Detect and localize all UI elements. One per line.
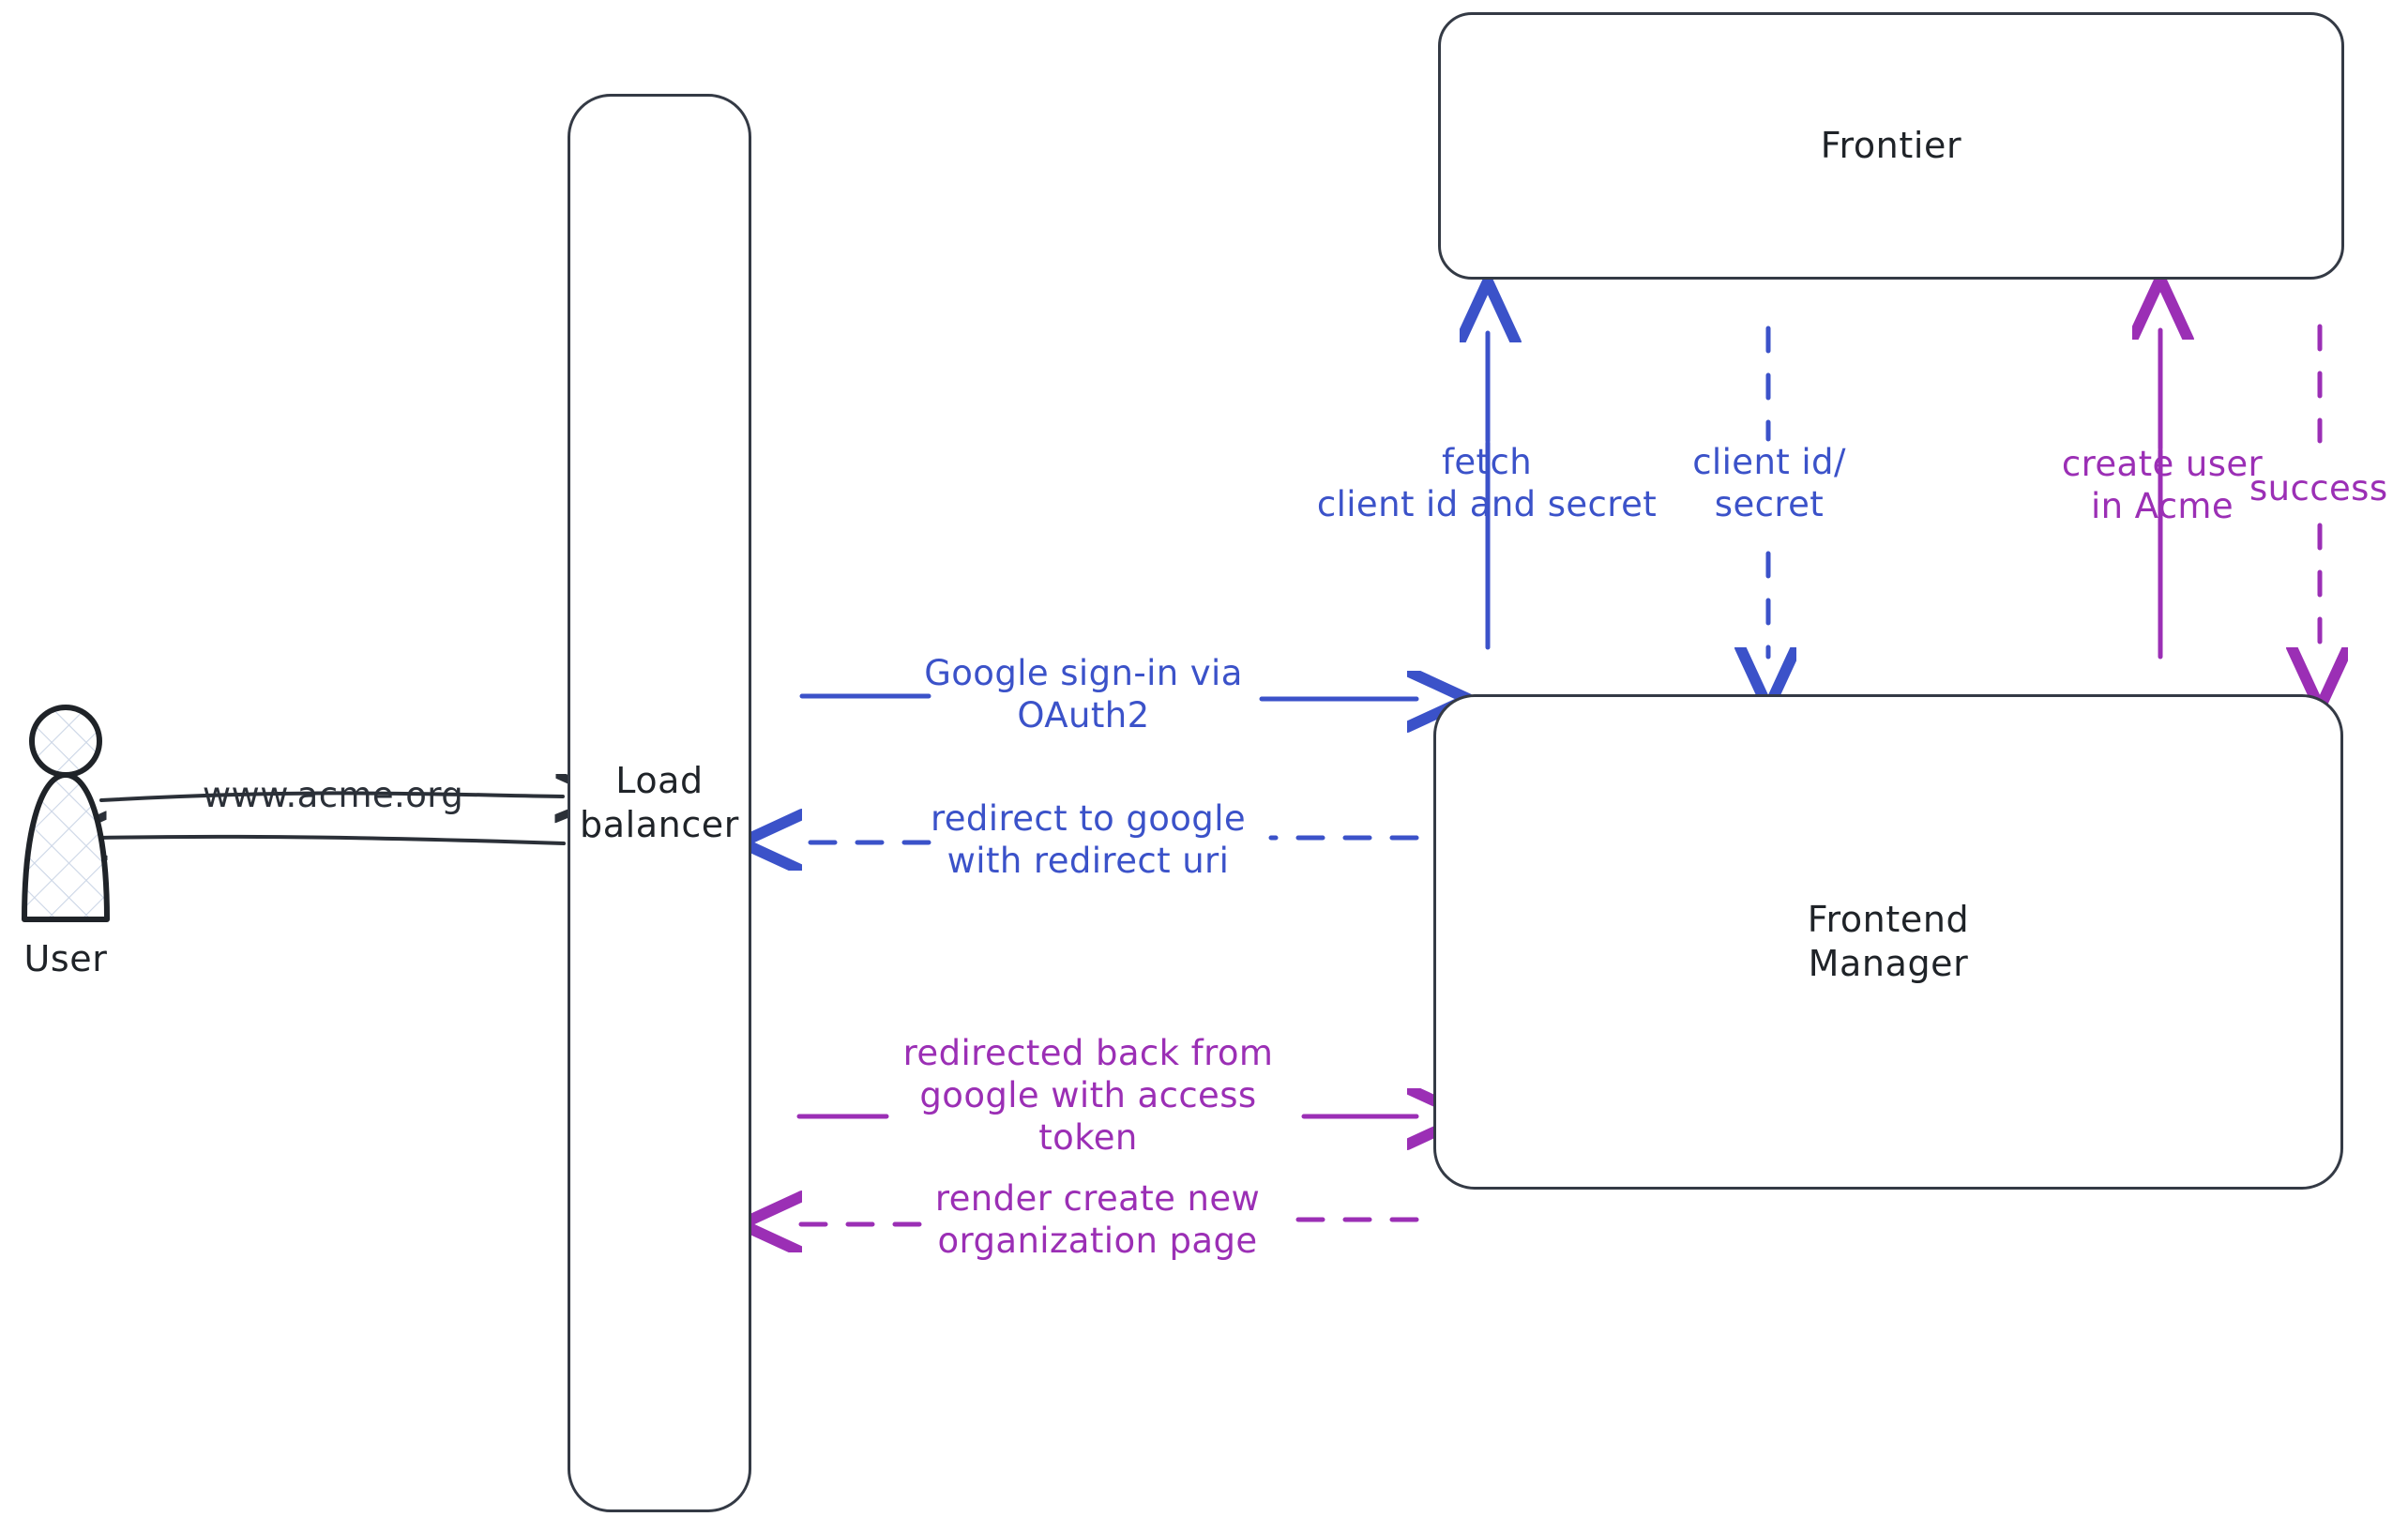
edge-lb-to-fm-render: [793, 1220, 1419, 1224]
edge-lb-to-fm-signin: [799, 696, 1416, 699]
edge-user-to-lb: [99, 793, 563, 800]
node-frontend-manager[interactable]: Frontend Manager: [1433, 694, 2343, 1190]
node-frontier-label: Frontier: [1820, 124, 1962, 166]
edge-fm-to-lb-redirect: [793, 838, 1419, 842]
person-icon: [22, 705, 110, 922]
node-frontend-manager-label: Frontend Manager: [1807, 898, 1970, 985]
edge-lb-to-user: [99, 837, 566, 843]
node-load-balancer[interactable]: Load balancer: [568, 94, 751, 1512]
user-label: User: [23, 938, 108, 979]
node-load-balancer-label: Load balancer: [579, 759, 740, 846]
node-frontier[interactable]: Frontier: [1438, 12, 2344, 280]
